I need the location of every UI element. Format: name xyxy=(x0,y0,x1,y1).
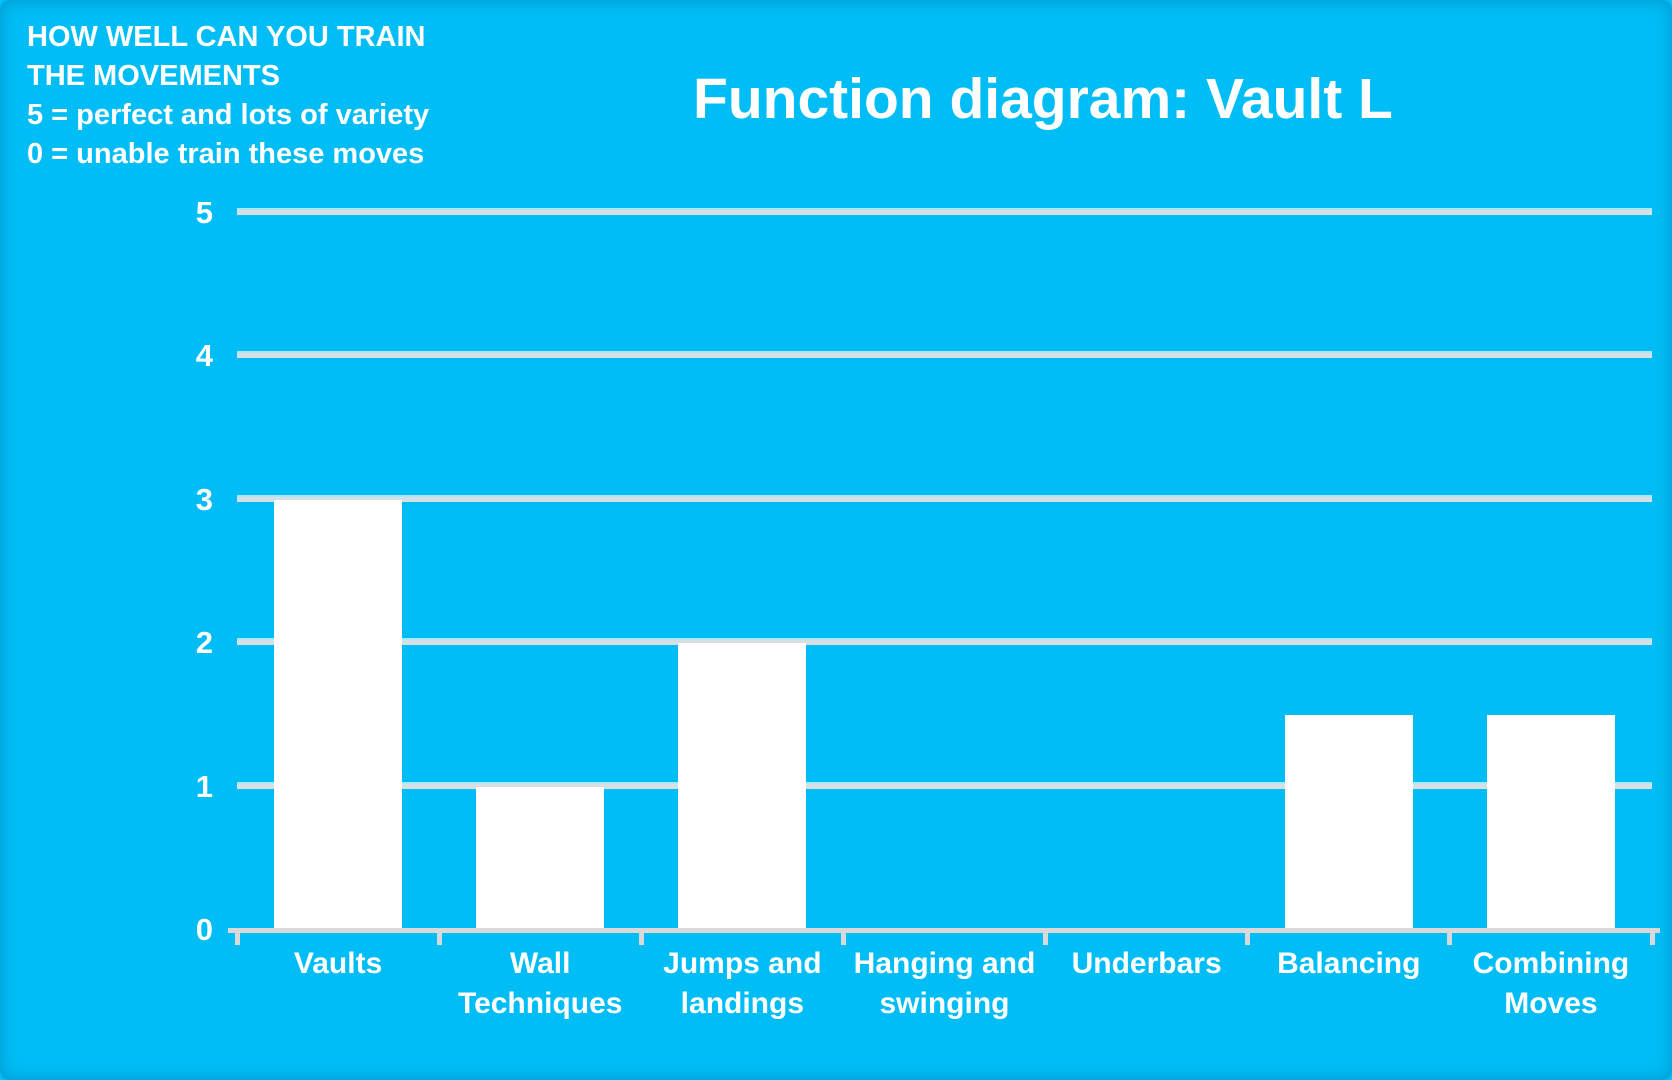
bar-jumps-and-landings xyxy=(678,643,807,930)
bar-combining-moves xyxy=(1486,714,1615,930)
bar-wall-techniques xyxy=(476,786,605,930)
x-axis-label-jumps-and-landings: Jumps and landings xyxy=(641,944,843,1024)
gridline-1 xyxy=(237,783,1652,789)
x-axis-label-balancing: Balancing xyxy=(1248,944,1450,984)
x-axis-label-line: Balancing xyxy=(1277,947,1421,980)
y-axis-label-1: 1 xyxy=(195,768,213,804)
note-line-1: HOW WELL CAN YOU TRAIN xyxy=(27,21,426,53)
note-line-2: THE MOVEMENTS xyxy=(27,60,280,92)
y-axis-label-0: 0 xyxy=(195,912,213,947)
bar-balancing xyxy=(1284,714,1413,930)
x-axis-label-line: Hanging and xyxy=(853,947,1036,980)
x-axis-tick xyxy=(1447,931,1453,945)
x-axis-label-line: Underbars xyxy=(1071,947,1222,980)
gridline-3 xyxy=(237,496,1652,502)
gridline-5 xyxy=(237,210,1652,215)
note-line-4: 0 = unable train these moves xyxy=(27,138,425,170)
y-axis-label-5: 5 xyxy=(195,195,213,230)
x-axis-tick xyxy=(1649,931,1655,945)
x-axis-label-line: Moves xyxy=(1504,987,1598,1020)
x-axis-label-line: Techniques xyxy=(457,987,623,1020)
y-axis-label-4: 4 xyxy=(195,338,213,374)
x-axis-tick xyxy=(1245,931,1251,945)
bar-vaults xyxy=(274,499,403,930)
y-axis-label-3: 3 xyxy=(195,481,213,517)
gridline-2 xyxy=(237,640,1652,646)
legend-note: HOW WELL CAN YOU TRAIN THE MOVEMENTS 5 =… xyxy=(27,18,429,174)
x-axis-tick xyxy=(840,931,846,945)
note-line-3: 5 = perfect and lots of variety xyxy=(27,99,430,131)
x-axis-label-vaults: Vaults xyxy=(237,944,439,984)
x-axis-label-line: Combining xyxy=(1472,947,1630,980)
x-axis-label-line: landings xyxy=(680,987,805,1020)
x-axis-label-line: swinging xyxy=(879,987,1010,1020)
x-axis-label-underbars: Underbars xyxy=(1046,944,1248,984)
chart-title: Function diagram: Vault L xyxy=(693,67,1393,131)
x-axis-tick xyxy=(234,931,240,945)
x-axis-tick xyxy=(436,931,442,945)
x-axis-line xyxy=(228,928,1660,933)
x-axis-label-hanging-and-swinging: Hanging and swinging xyxy=(843,944,1045,1024)
x-axis-tick xyxy=(638,931,644,945)
x-axis-tick xyxy=(1043,931,1049,945)
y-axis-label-2: 2 xyxy=(195,625,213,661)
gridline-4 xyxy=(237,353,1652,359)
x-axis-label-line: Wall xyxy=(509,947,571,980)
x-axis-label-line: Jumps and xyxy=(663,947,822,980)
x-axis-label-line: Vaults xyxy=(293,947,383,980)
